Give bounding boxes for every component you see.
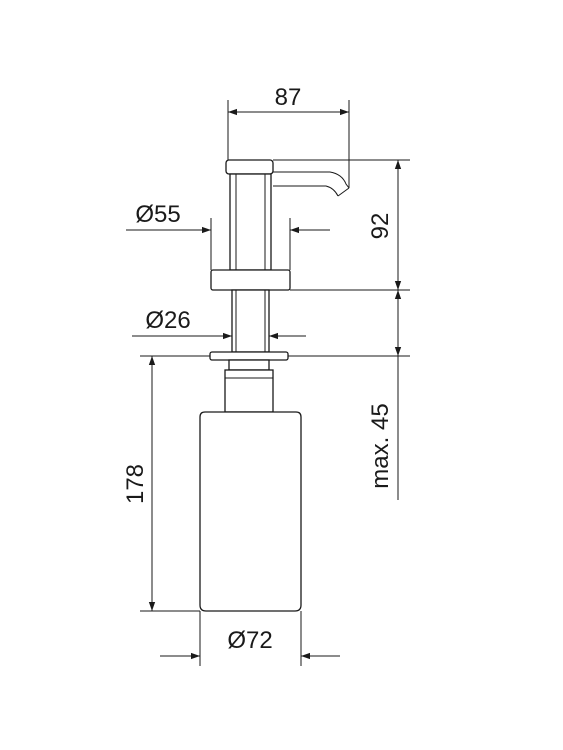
- bottle-body: [199, 411, 302, 612]
- dim-shank-diameter: Ø26: [132, 307, 306, 340]
- spout: [273, 171, 350, 197]
- dim-label-counter-thickness: max. 45: [367, 403, 394, 488]
- pump-head: [225, 159, 274, 271]
- shank: [231, 289, 270, 353]
- dim-label-pump-height: 92: [367, 213, 394, 240]
- dim-spout-reach: 87: [227, 84, 350, 188]
- pump-cap: [225, 159, 274, 175]
- collar-ring: [210, 269, 291, 291]
- dim-label-shank-diameter: Ø26: [145, 307, 190, 334]
- dim-label-bottle-height: 178: [122, 464, 149, 504]
- dim-label-spout-reach: 87: [275, 84, 302, 111]
- bottle: [199, 411, 302, 612]
- pump-body: [229, 173, 272, 271]
- dim-counter-thickness: max. 45: [288, 290, 410, 500]
- mounting-nut: [228, 359, 270, 371]
- counter-mounting: [209, 351, 289, 413]
- dim-label-collar-diameter: Ø55: [135, 201, 180, 228]
- dim-bottle-height: 178: [122, 355, 210, 612]
- bottle-neck: [224, 369, 274, 413]
- collar: [210, 269, 291, 291]
- dim-label-bottle-diameter: Ø72: [227, 627, 272, 654]
- dim-pump-height: 92: [273, 159, 410, 291]
- mounting-washer: [209, 351, 289, 361]
- shank-tube: [231, 289, 270, 353]
- dim-collar-diameter: Ø55: [126, 201, 330, 270]
- dim-bottle-diameter: Ø72: [160, 611, 340, 666]
